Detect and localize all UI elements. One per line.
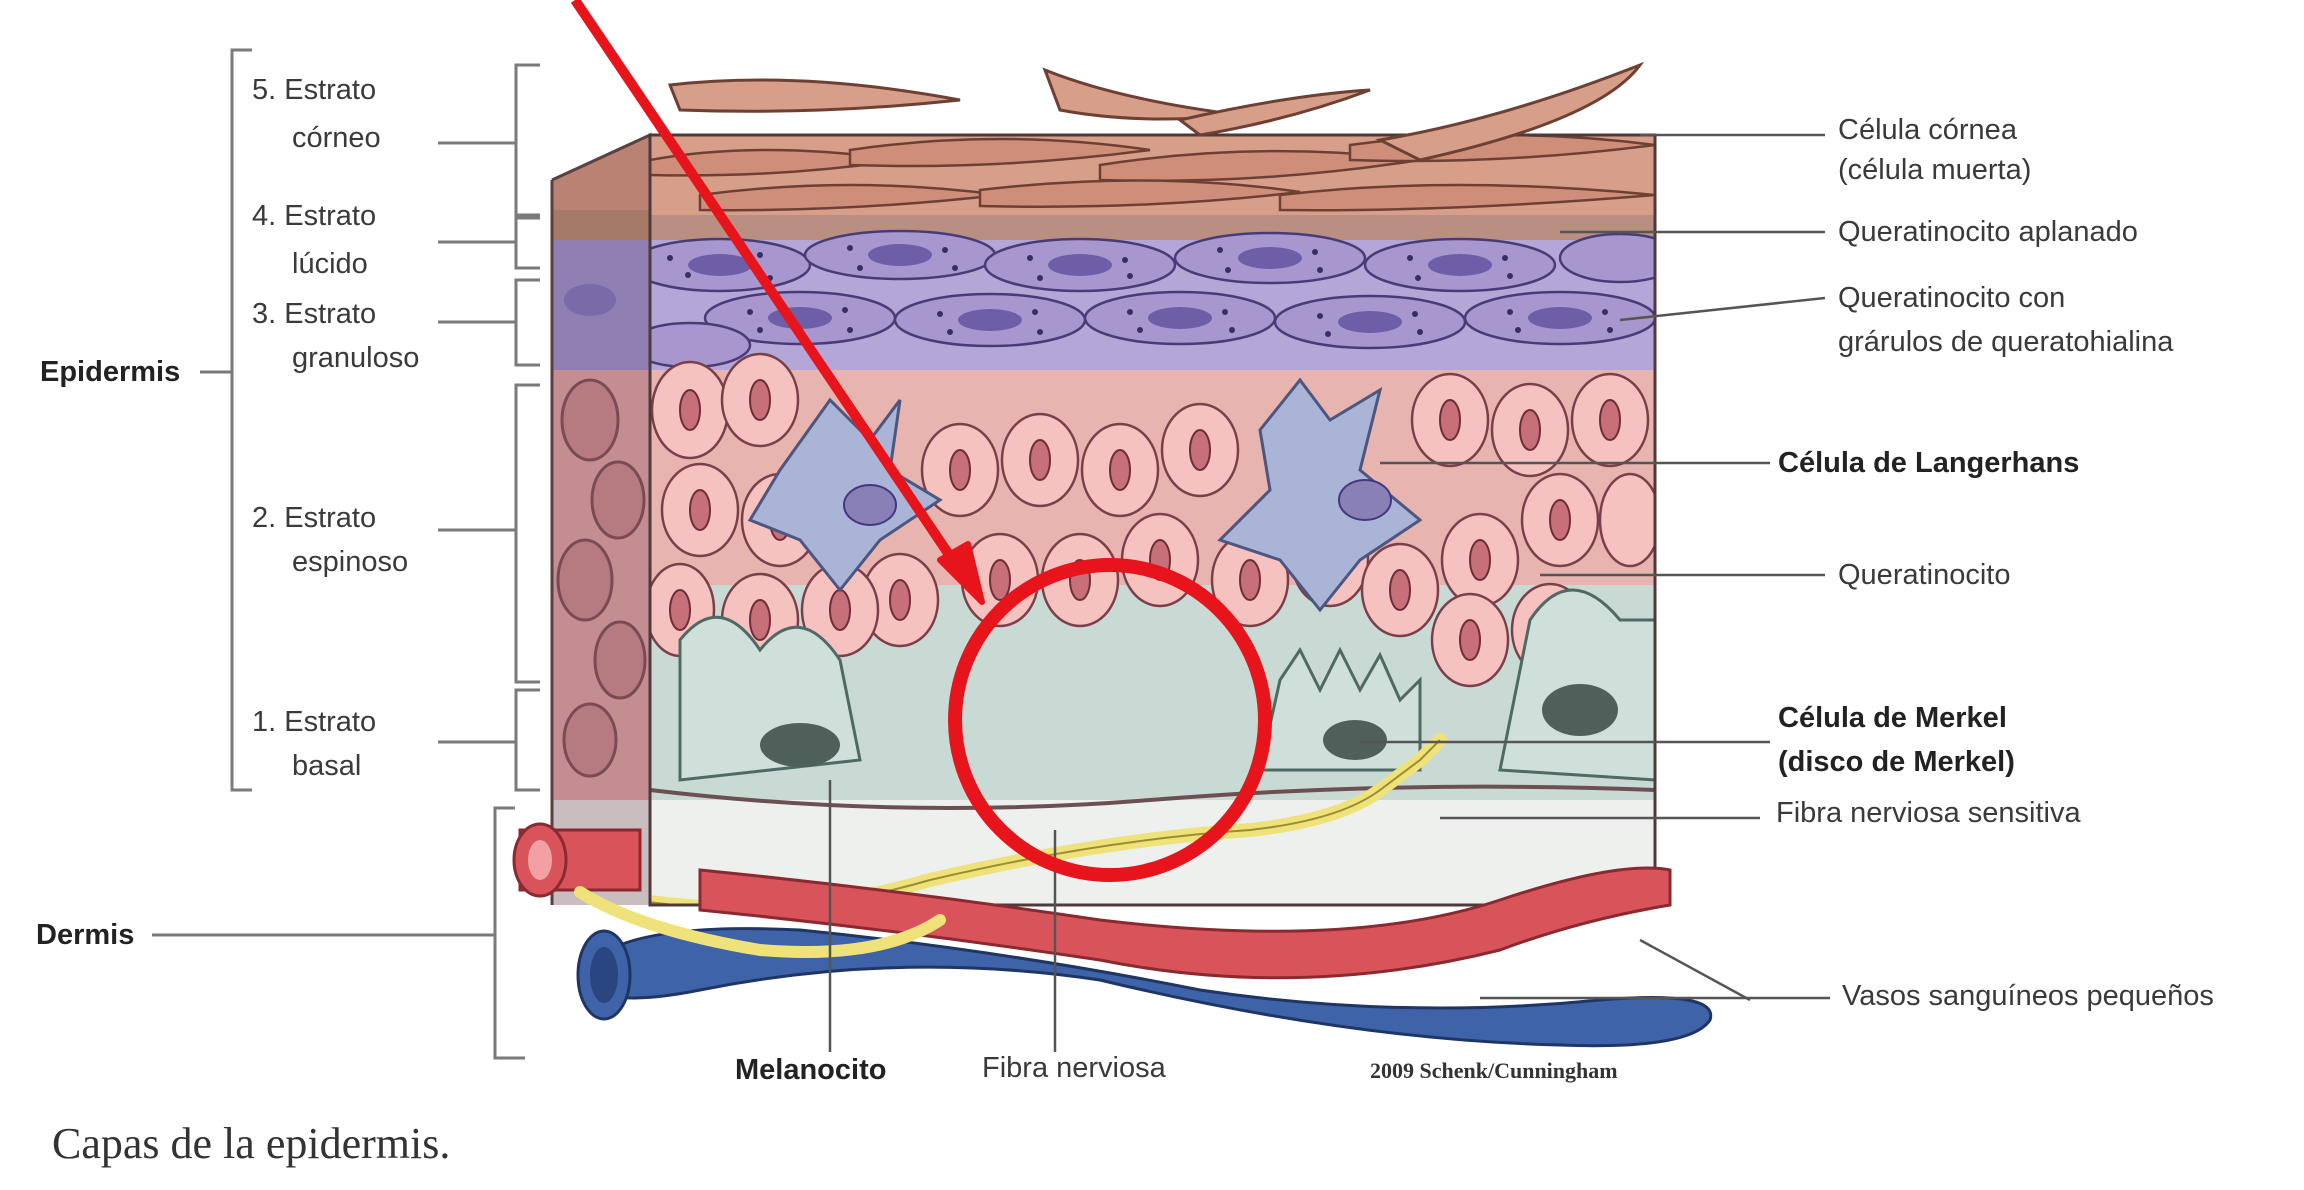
label-layer2-line1: 2. Estrato [252,500,376,536]
label-layer5-line2: córneo [292,120,381,156]
label-queratinocito-granulos-line2: grárulos de queratohialina [1838,324,2173,360]
label-fibra-sensitiva: Fibra nerviosa sensitiva [1776,795,2081,831]
label-merkel-line2: (disco de Merkel) [1778,744,2015,780]
label-layer4-line1: 4. Estrato [252,198,376,234]
label-queratinocito: Queratinocito [1838,557,2011,593]
label-melanocito: Melanocito [735,1052,886,1088]
label-fibra-nerviosa: Fibra nerviosa [982,1050,1166,1086]
label-queratinocito-granulos-line1: Queratinocito con [1838,280,2065,316]
label-epidermis: Epidermis [40,354,180,390]
label-queratinocito-aplanado: Queratinocito aplanado [1838,214,2138,250]
label-dermis: Dermis [36,917,134,953]
label-langerhans: Célula de Langerhans [1778,445,2079,481]
block-side-face [552,135,650,905]
label-celula-cornea-line2: (célula muerta) [1838,152,2031,188]
image-credit: 2009 Schenk/Cunningham [1370,1058,1618,1084]
label-vasos: Vasos sanguíneos pequeños [1842,978,2214,1014]
label-layer5-line1: 5. Estrato [252,72,376,108]
label-layer1-line2: basal [292,748,361,784]
figure-caption: Capas de la epidermis. [52,1118,450,1169]
label-layer1-line1: 1. Estrato [252,704,376,740]
label-merkel-line1: Célula de Merkel [1778,700,2007,736]
label-layer2-line2: espinoso [292,544,408,580]
label-celula-cornea-line1: Célula córnea [1838,112,2017,148]
label-layer3-line2: granuloso [292,340,419,376]
label-layer4-line2: lúcido [292,246,368,282]
label-layer3-line1: 3. Estrato [252,296,376,332]
